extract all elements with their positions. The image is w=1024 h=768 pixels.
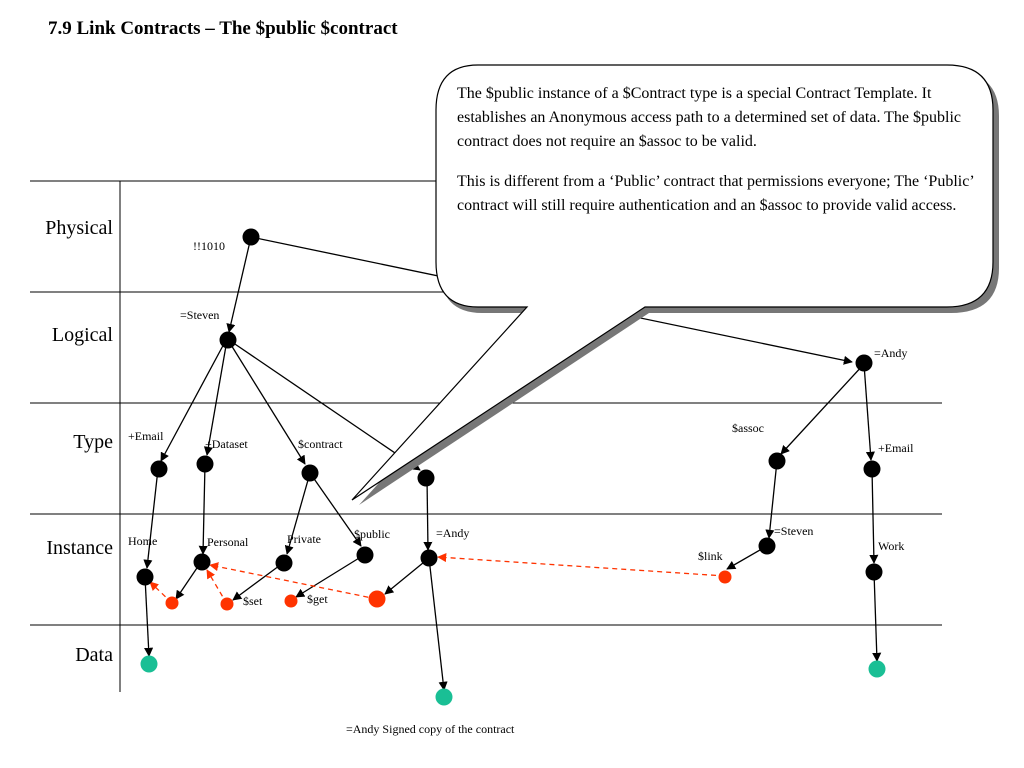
label-contract-type: $contract [298, 437, 343, 451]
label-andy: =Andy [874, 346, 907, 360]
dashed-edges [149, 553, 726, 605]
callout-bubble [351, 64, 999, 505]
edge-dataset-to-personal [198, 463, 208, 555]
label-private: Private [287, 532, 321, 546]
label-get: $get [307, 592, 328, 606]
node-assoc-type [768, 452, 786, 470]
edge-steven-to-dataset [203, 339, 228, 456]
layer-label-physical: Physical [45, 217, 113, 239]
node-1010 [242, 228, 260, 246]
node-steven [219, 331, 237, 349]
node-andy [855, 354, 873, 372]
callout-paragraph: This is different from a ‘Public’ contra… [457, 173, 974, 214]
data-nodes [140, 655, 886, 706]
data-node-andy [435, 688, 453, 706]
callout-paragraph: The $public instance of a $Contract type… [457, 85, 962, 150]
label-home: Home [128, 534, 157, 548]
label-assoc-type: $assoc [732, 421, 764, 435]
label-steven-instance: =Steven [774, 524, 813, 538]
node-personal [193, 553, 211, 571]
layer-label-instance: Instance [46, 537, 113, 559]
data-node-home [140, 655, 158, 673]
node-link [718, 570, 732, 584]
layer-label-type: Type [73, 431, 113, 453]
node-contract-andy-type [417, 469, 435, 487]
node-work [865, 563, 883, 581]
edge-steven-to-contract [227, 339, 306, 465]
edge-work-to-data [872, 571, 882, 662]
node-email-type [150, 460, 168, 478]
label-work: Work [878, 539, 904, 553]
node-set [220, 597, 234, 611]
edge-andy-to-assoc [780, 363, 865, 455]
nodes [136, 228, 883, 586]
slide-title: 7.9 Link Contracts – The $public $contra… [48, 18, 398, 39]
node-home [136, 568, 154, 586]
edge-andy-instance-to-data [428, 557, 448, 691]
edge-contract-to-public [309, 472, 362, 547]
label-set: $set [243, 594, 263, 608]
edge-contract-to-private [284, 472, 311, 555]
node-link-a [165, 596, 179, 610]
edge-andy-instance-to-contract-link [384, 557, 430, 595]
label-email-type: +Email [128, 429, 164, 443]
node-private [275, 554, 293, 572]
edge-andy-to-andy-email [863, 363, 875, 461]
edge-steven-to-contract-andy [228, 339, 421, 471]
label-1010: !!1010 [193, 239, 225, 253]
edge-private-to-set [232, 562, 284, 601]
data-node-work [868, 660, 886, 678]
node-get [284, 594, 298, 608]
label-andy-instance: =Andy [436, 526, 469, 540]
edge-assoc-to-steven-instance [765, 460, 778, 539]
dashed-set-to-personal [206, 569, 228, 605]
edge-home-to-data [144, 576, 154, 657]
node-dataset-type [196, 455, 214, 473]
node-labels: !!1010 =Steven =Andy +Email +Dataset $co… [128, 239, 914, 608]
node-andy-email-type [863, 460, 881, 478]
label-andy-email-type: +Email [878, 441, 914, 455]
edge-email-to-home [143, 468, 159, 569]
edge-andy-email-to-work [869, 468, 879, 564]
callout-body [351, 64, 994, 501]
label-steven: =Steven [180, 308, 219, 322]
layer-label-logical: Logical [52, 324, 114, 346]
edge-steven-to-email [160, 339, 227, 462]
node-contract-link [368, 590, 386, 608]
node-contract-type [301, 464, 319, 482]
label-personal: Personal [207, 535, 249, 549]
node-steven-instance [758, 537, 776, 555]
edge-contract-andy-to-andy-instance [423, 477, 433, 551]
edge-1010-to-steven [226, 236, 252, 333]
dashed-link-to-andy-instance [437, 553, 726, 577]
edge-public-to-get [295, 554, 365, 598]
callout-text: The $public instance of a $Contract type… [457, 82, 977, 234]
label-dataset-type: +Dataset [205, 437, 248, 451]
link-nodes [165, 570, 732, 611]
label-public: $public [354, 527, 390, 541]
node-public [356, 546, 374, 564]
layer-label-data: Data [75, 644, 113, 666]
dashed-contract-link-to-personal [209, 562, 378, 600]
node-andy-instance [420, 549, 438, 567]
label-link: $link [698, 549, 723, 563]
data-caption: =Andy Signed copy of the contract [346, 722, 515, 736]
